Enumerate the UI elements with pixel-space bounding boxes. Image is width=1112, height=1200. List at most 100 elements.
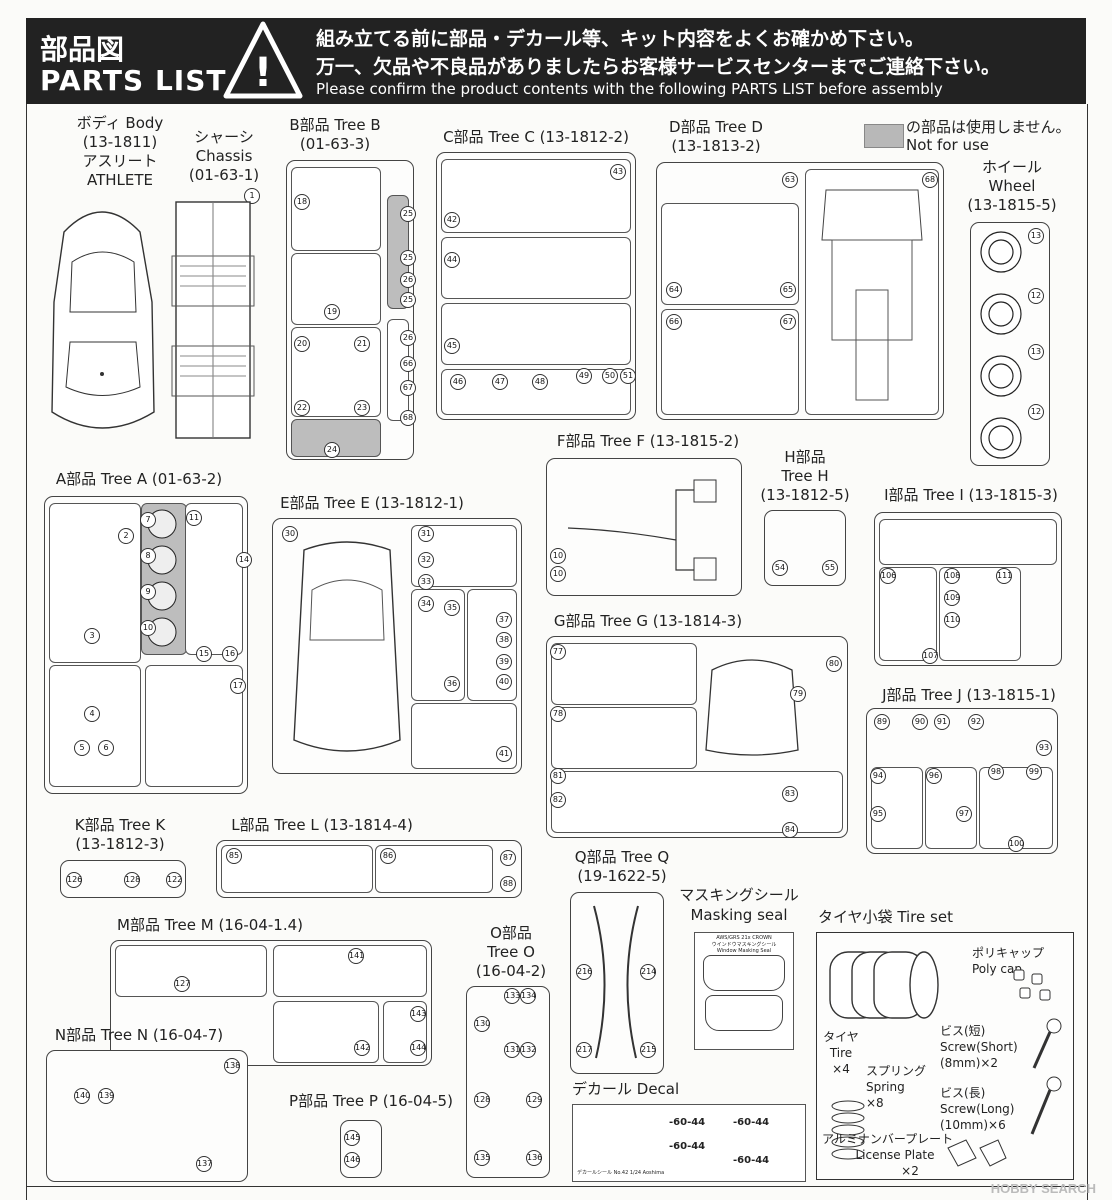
masking-label-ja: マスキングシール: [679, 886, 799, 904]
part-number: 9: [140, 584, 156, 600]
part-number: 109: [944, 590, 960, 606]
part-number: 111: [996, 568, 1012, 584]
page-title-ja: 部品図: [40, 33, 125, 66]
screw-short-label-en: Screw(Short): [940, 1040, 1018, 1054]
part-number: 81: [550, 768, 566, 784]
decal-plate-2: -60-44: [733, 1117, 770, 1128]
tree-i-frame: [874, 512, 1062, 666]
masking-window-rear: [705, 995, 783, 1031]
part-number: 66: [400, 356, 416, 372]
warning-text-en: Please confirm the product contents with…: [316, 80, 943, 98]
part-number: 110: [944, 612, 960, 628]
part-number: 23: [354, 400, 370, 416]
decal-plate-4: -60-44: [733, 1155, 770, 1166]
tree-e-label: E部品 Tree E (13-1812-1): [280, 494, 464, 512]
decal-plate-1: -60-44: [669, 1117, 706, 1128]
part-number: 26: [400, 272, 416, 288]
part-number: 106: [880, 568, 896, 584]
masking-window-front: [703, 955, 785, 991]
page-frame: [26, 104, 1088, 1200]
part-number: 6: [98, 740, 114, 756]
masking-sheet-sub2: Window Masking Seal: [716, 948, 772, 954]
part-number: 20: [294, 336, 310, 352]
chassis-label-1: シャーシ: [194, 128, 254, 146]
masking-label-en: Masking seal: [690, 906, 788, 924]
body-label-2: (13-1811): [82, 133, 158, 151]
part-number: 68: [922, 172, 938, 188]
part-number: 79: [790, 686, 806, 702]
part-number: 26: [400, 330, 416, 346]
body-label-1: ボディ Body: [76, 114, 164, 132]
part-number: 214: [640, 964, 656, 980]
part-number: 36: [444, 676, 460, 692]
part-number: 84: [782, 822, 798, 838]
car-body-drawing: [51, 211, 155, 429]
tree-n-label: N部品 Tree N (16-04-7): [54, 1026, 224, 1044]
decal-label: デカール Decal: [572, 1080, 680, 1098]
part-number: 35: [444, 600, 460, 616]
tree-c-cell: [441, 159, 631, 233]
tree-d-label-2: (13-1813-2): [671, 137, 761, 155]
spring-drawing: [831, 1100, 865, 1160]
part-number: 128: [124, 872, 140, 888]
part-number: 63: [782, 172, 798, 188]
screw-short-spec: (8mm)×2: [940, 1056, 999, 1070]
tree-i-label: I部品 Tree I (13-1815-3): [884, 486, 1058, 504]
part-number: 12: [1028, 288, 1044, 304]
part-number: 45: [444, 338, 460, 354]
legend-text-en: Not for use: [906, 136, 989, 154]
part-number: 21: [354, 336, 370, 352]
part-number: 67: [400, 380, 416, 396]
part-number: 131: [504, 1042, 520, 1058]
part-number: 216: [576, 964, 592, 980]
tree-o-label-2: Tree O: [487, 943, 535, 961]
part-number: 99: [1026, 764, 1042, 780]
tree-f-frame: [546, 458, 742, 596]
part-number: 1: [244, 188, 260, 204]
window-trim-drawing: [593, 905, 639, 1059]
part-number: 65: [780, 282, 796, 298]
tree-b-label-1: B部品 Tree B: [289, 116, 381, 134]
part-number: 55: [822, 560, 838, 576]
tree-j-label: J部品 Tree J (13-1815-1): [882, 686, 1056, 704]
part-number: 85: [226, 848, 242, 864]
legend-text-ja: の部品は使用しません。: [906, 118, 1071, 136]
tree-q-label-2: (19-1622-5): [577, 867, 667, 885]
masking-sheet-title: AWS/GRS 21x CROWN: [716, 935, 772, 941]
part-number: 128: [474, 1092, 490, 1108]
not-for-use-swatch: [864, 124, 904, 148]
part-number: 19: [324, 304, 340, 320]
screw-short-label-ja: ビス(短): [940, 1024, 986, 1038]
part-number: 98: [988, 764, 1004, 780]
warning-icon: !: [223, 21, 303, 99]
part-number: 144: [410, 1040, 426, 1056]
tree-d-cell: [661, 203, 799, 305]
part-number: 15: [196, 646, 212, 662]
tree-k-label-1: K部品 Tree K: [74, 816, 166, 834]
part-number: 43: [610, 164, 626, 180]
chassis-label-3: (01-63-1): [188, 166, 260, 184]
part-number: 22: [294, 400, 310, 416]
wheel-label-2: Wheel: [988, 177, 1036, 195]
tree-a-cell: [185, 503, 243, 655]
part-number: 142: [354, 1040, 370, 1056]
decal-sheet: -60-44 -60-44 -60-44 -60-44 デカールシール No.4…: [572, 1104, 806, 1182]
tree-a-cell: [145, 665, 243, 787]
tire-drawing: [829, 951, 939, 1019]
tree-c-cell: [441, 303, 631, 365]
part-number: 7: [140, 512, 156, 528]
tree-i-cell: [879, 519, 1057, 565]
part-number: 46: [450, 374, 466, 390]
part-number: 38: [496, 632, 512, 648]
part-number: 2: [118, 528, 134, 544]
part-number: 90: [912, 714, 928, 730]
body-label-4: ATHLETE: [86, 171, 153, 189]
part-number: 3: [84, 628, 100, 644]
part-number: 67: [780, 314, 796, 330]
bottom-rule: [26, 1186, 1086, 1187]
exhaust-drawing: [567, 479, 717, 581]
part-number: 126: [66, 872, 82, 888]
warning-text-ja-2: 万一、欠品や不良品がありましたらお客様サービスセンターまでご連絡下さい。: [316, 56, 1001, 78]
part-number: 5: [74, 740, 90, 756]
part-number: 49: [576, 368, 592, 384]
